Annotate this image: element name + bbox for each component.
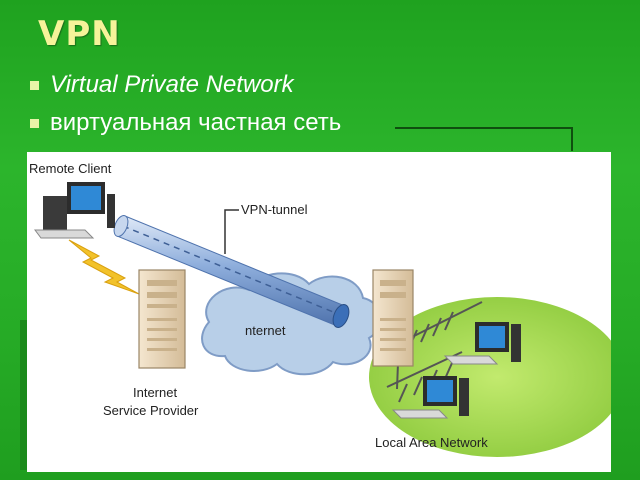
decorative-line (571, 127, 573, 151)
bullet-item: Virtual Private Network (30, 70, 341, 108)
slide-title: VPN (38, 14, 121, 54)
square-bullet-icon (30, 119, 39, 128)
lan-connections (386, 301, 483, 403)
bullet-list: Virtual Private Network виртуальная част… (30, 70, 341, 146)
isp-server-icon (138, 269, 186, 369)
vpn-tunnel-tube (113, 215, 350, 328)
decorative-bar (20, 320, 28, 470)
vpn-diagram: Remote Client VPN-tunnel nternet Interne… (27, 152, 611, 472)
vpn-tunnel-label: VPN-tunnel (241, 202, 308, 217)
lan-server-icon (372, 269, 414, 367)
diagram-canvas: Remote Client VPN-tunnel nternet Interne… (29, 161, 611, 457)
bullet-text: Virtual Private Network (50, 71, 294, 98)
lan-computer-icon (391, 376, 469, 419)
lan-label: Local Area Network (375, 435, 488, 450)
vpn-tunnel-pointer (224, 209, 239, 254)
isp-label-line1: Internet (133, 385, 177, 400)
remote-client-label: Remote Client (29, 161, 112, 176)
wireless-link-icon (68, 239, 140, 295)
lan-computer-icon (443, 322, 521, 365)
bullet-item: виртуальная частная сеть (30, 108, 341, 146)
square-bullet-icon (30, 81, 39, 90)
remote-client-computer-icon (34, 182, 115, 239)
bullet-text: виртуальная частная сеть (50, 109, 342, 136)
internet-label: nternet (245, 323, 286, 338)
decorative-line (395, 127, 571, 129)
isp-label-line2: Service Provider (103, 403, 199, 418)
